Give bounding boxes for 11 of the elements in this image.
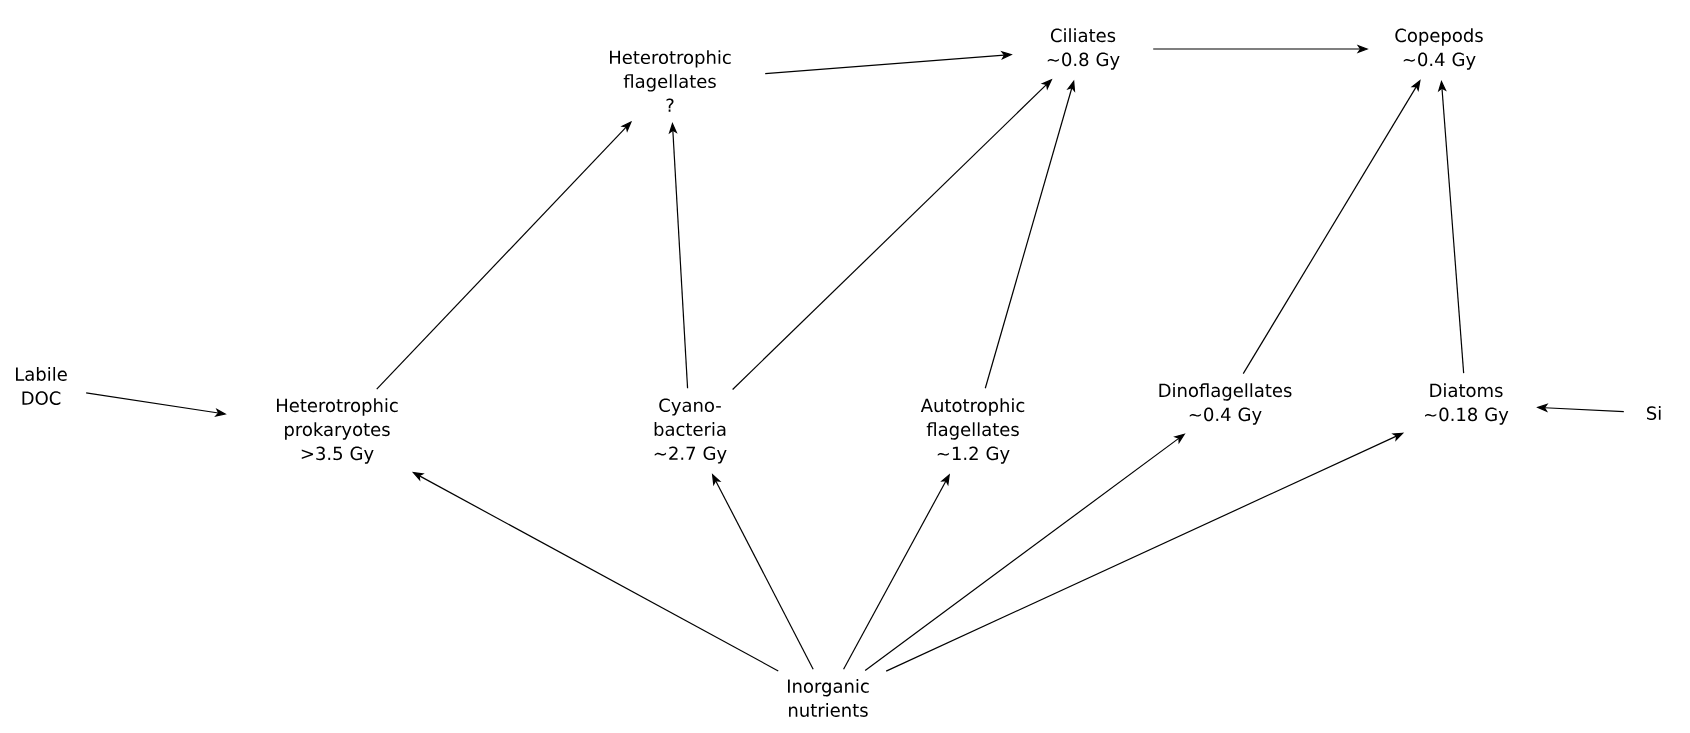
- node-label: Heterotrophic prokaryotes >3.5 Gy: [277, 398, 398, 464]
- node-label: Ciliates ~0.8 Gy: [1047, 28, 1120, 70]
- node-label: Labile DOC: [16, 367, 67, 405]
- node-label: Dinoflagellates ~0.4 Gy: [1159, 383, 1292, 425]
- node-label: Inorganic nutrients: [788, 679, 869, 717]
- node-label: Heterotrophic flagellates ?: [610, 50, 731, 112]
- node-label: Si: [1647, 406, 1661, 420]
- node-label: Diatoms ~0.18 Gy: [1425, 383, 1509, 425]
- node-label: Copepods ~0.4 Gy: [1395, 28, 1483, 70]
- node-label: Autotrophic flagellates ~1.2 Gy: [920, 398, 1025, 464]
- node-label: Cyano-bacteria ~2.7 Gy: [654, 398, 727, 464]
